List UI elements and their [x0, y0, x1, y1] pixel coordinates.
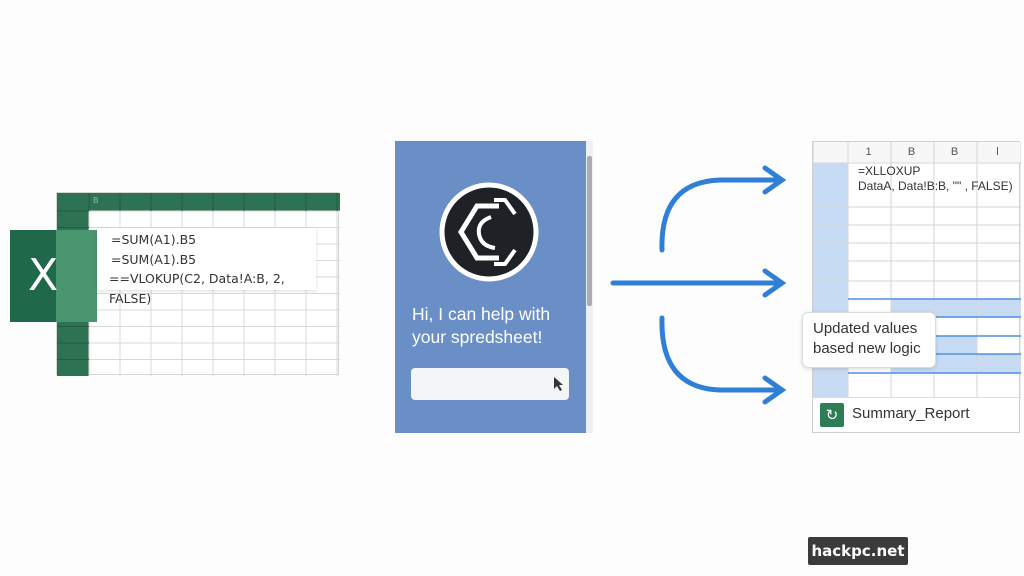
formula-line-2: DataA, Data!B:B, "" , FALSE): [858, 179, 1013, 193]
excel-logo-front: [56, 230, 97, 322]
file-footer[interactable]: [813, 397, 1019, 432]
hexagon-c-logo-icon: [439, 182, 539, 282]
watermark: hackpc.net: [808, 537, 908, 565]
header-row: [813, 142, 1021, 163]
result-formula: =XLLOXUP DataA, Data!B:B, "" , FALSE): [858, 164, 1013, 194]
greeting-line-1: Hi, I can help with: [412, 304, 551, 324]
callout-line-1: Updated values: [813, 320, 918, 337]
cursor-icon: [554, 377, 563, 391]
column-header-b: B: [93, 196, 99, 205]
column-header: 1: [865, 146, 872, 158]
excel-logo-back: [10, 230, 57, 322]
column-header: B: [907, 146, 916, 158]
arrows: [610, 165, 787, 405]
highlight-cell: [934, 336, 977, 354]
chat-input[interactable]: [411, 368, 569, 400]
formula-line-1: =XLLOXUP: [858, 164, 921, 178]
callout-line-2: based new logic: [813, 340, 921, 357]
update-callout: Updated values based new logic: [802, 312, 936, 368]
column-header: B: [950, 146, 959, 158]
formula-list: =SUM(A1).B5 =SUM(A1).B5 ==VLOKUP(C2, Dat…: [97, 228, 316, 306]
formula-1: =SUM(A1).B5: [111, 232, 197, 247]
formula-3: ==VLOKUP(C2, Data!A:B, 2, FALSE): [109, 271, 285, 306]
assistant-greeting: Hi, I can help with your spredsheet!: [412, 303, 550, 349]
excel-logo-icon: X: [28, 250, 59, 301]
arrow-top: [659, 177, 781, 253]
scrollbar-thumb[interactable]: [587, 156, 592, 306]
column-header: l: [996, 146, 999, 158]
formula-2: =SUM(A1).B5: [111, 251, 197, 267]
highlight-cell: [977, 354, 1021, 373]
greeting-line-2: your spredsheet!: [412, 327, 543, 347]
arrow-bottom: [659, 315, 781, 393]
file-name[interactable]: Summary_Report: [852, 405, 970, 422]
file-logo-icon: ↻: [820, 403, 844, 427]
result-spreadsheet: [812, 141, 1022, 433]
